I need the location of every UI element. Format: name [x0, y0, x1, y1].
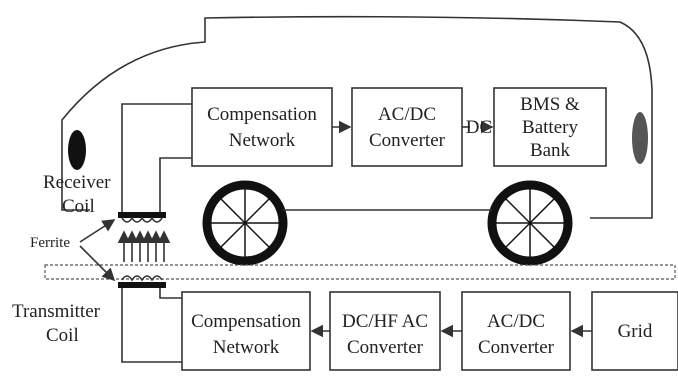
ground-compensation-line1: Compensation — [191, 311, 301, 332]
dchf-converter-block — [329, 291, 441, 371]
receiver-coil-icon — [118, 212, 166, 223]
dchf-line2: Converter — [347, 337, 424, 358]
ground-compensation-network-block — [181, 291, 311, 371]
ferrite-label: Ferrite — [30, 235, 70, 251]
transmitter-coil-icon — [118, 275, 166, 288]
ferrite-arrow-up — [79, 219, 116, 243]
grid-label: Grid — [618, 321, 653, 342]
transmitter-lead-outer — [121, 288, 182, 363]
vehicle-acdc-line1: AC/DC — [378, 104, 436, 125]
transmitter-lead-inner — [159, 288, 182, 299]
receiver-label-line1: Receiver — [43, 172, 111, 193]
bms-line1: BMS & — [520, 94, 580, 115]
receiver-label-line2: Coil — [62, 196, 95, 217]
dc-link-label: DC — [466, 117, 492, 138]
transmitter-label-line2: Coil — [46, 325, 79, 346]
vehicle-compensation-network-block — [191, 87, 333, 167]
ground-acdc-line1: AC/DC — [487, 311, 545, 332]
ground-acdc-converter-block — [461, 291, 571, 371]
vehicle-acdc-line2: Converter — [369, 130, 446, 151]
ground-acdc-line2: Converter — [478, 337, 555, 358]
headlight-icon — [68, 130, 86, 170]
transmitter-label-line1: Transmitter — [12, 301, 101, 322]
bms-line2: Battery — [522, 117, 578, 138]
road-surface — [44, 264, 676, 280]
bms-line3: Bank — [530, 140, 571, 161]
dchf-line1: DC/HF AC — [342, 311, 428, 332]
vehicle-compensation-line1: Compensation — [207, 104, 317, 125]
vehicle-acdc-converter-block — [351, 87, 463, 167]
receiver-lead-outer — [121, 103, 192, 212]
front-wheel-icon — [202, 180, 288, 266]
vehicle-compensation-line2: Network — [229, 130, 296, 151]
ferrite-arrow-down — [79, 245, 116, 282]
bms-battery-block — [493, 87, 607, 167]
rear-wheel-icon — [487, 180, 573, 266]
taillight-icon — [632, 112, 648, 164]
receiver-lead-inner — [159, 157, 192, 212]
magnetic-flux-arrows — [117, 230, 171, 262]
ground-compensation-line2: Network — [213, 337, 280, 358]
vehicle-body-outline — [61, 15, 653, 219]
